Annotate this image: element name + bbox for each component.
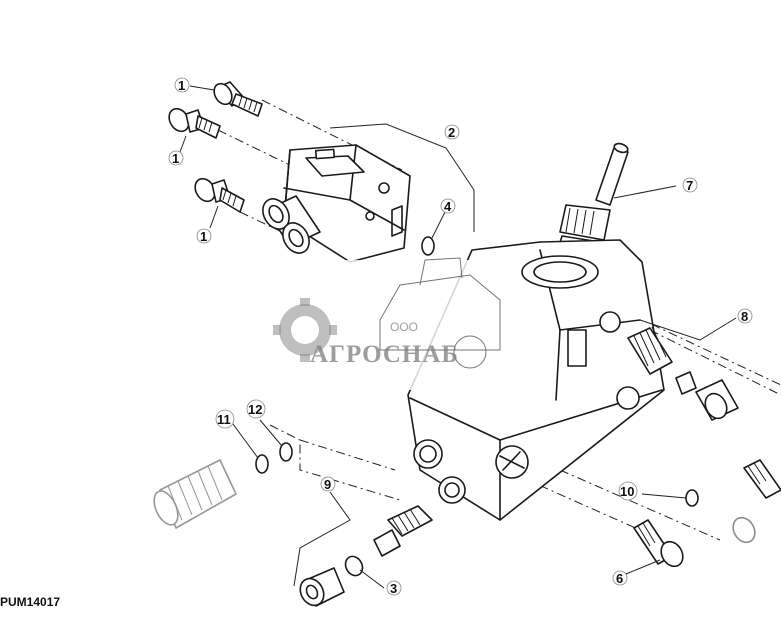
watermark-gear-icon <box>273 298 337 362</box>
callout-10: 10 <box>618 481 638 501</box>
svg-text:11: 11 <box>217 412 231 427</box>
callout-11: 11 <box>215 409 235 429</box>
svg-text:3: 3 <box>390 581 397 596</box>
bolt-6 <box>633 519 684 568</box>
cap-screw-upper <box>213 81 263 117</box>
callout-1-middle: 1 <box>168 150 184 166</box>
callout-1-lower: 1 <box>196 228 212 244</box>
o-ring-4 <box>421 236 435 256</box>
callout-6: 6 <box>612 570 628 586</box>
svg-text:10: 10 <box>620 484 634 499</box>
callout-8: 8 <box>737 308 753 324</box>
bolt-right-edge <box>743 459 781 499</box>
leader-lines <box>179 85 737 589</box>
o-ring-10 <box>685 489 699 507</box>
cap-screw-lower <box>194 177 245 213</box>
callout-3: 3 <box>386 580 402 596</box>
cap-screw-middle <box>168 107 221 139</box>
callout-4: 4 <box>440 198 456 214</box>
callout-2: 2 <box>444 124 460 140</box>
watermark-prefix: ООО <box>390 320 418 334</box>
callout-9: 9 <box>320 476 336 492</box>
svg-text:12: 12 <box>248 402 262 417</box>
drawing-code: PUM14017 <box>0 595 60 609</box>
valve-spool-right <box>627 326 739 421</box>
o-ring-11 <box>255 454 269 474</box>
svg-text:6: 6 <box>616 571 623 586</box>
svg-text:9: 9 <box>324 477 331 492</box>
svg-text:1: 1 <box>172 151 179 166</box>
svg-text:7: 7 <box>686 178 693 193</box>
plug-right-faded <box>732 516 756 544</box>
svg-text:2: 2 <box>448 125 455 140</box>
callout-1-upper: 1 <box>174 77 190 93</box>
watermark-harvester-icon <box>379 257 501 369</box>
valve-spool-left <box>299 505 433 607</box>
valve-block <box>262 144 411 263</box>
o-ring-12 <box>279 442 293 462</box>
watermark-company-name: АГРОСНАБ <box>310 341 459 368</box>
filter-screen-left <box>153 459 237 529</box>
watermark: ООО АГРОСНАБ <box>250 257 510 390</box>
svg-text:1: 1 <box>200 229 207 244</box>
svg-text:8: 8 <box>741 309 748 324</box>
callout-7: 7 <box>682 177 698 193</box>
svg-text:1: 1 <box>178 78 185 93</box>
callout-12: 12 <box>246 399 266 419</box>
callout-labels: 1 1 1 2 3 4 6 7 8 9 10 11 12 <box>168 77 753 596</box>
svg-text:4: 4 <box>444 199 452 214</box>
